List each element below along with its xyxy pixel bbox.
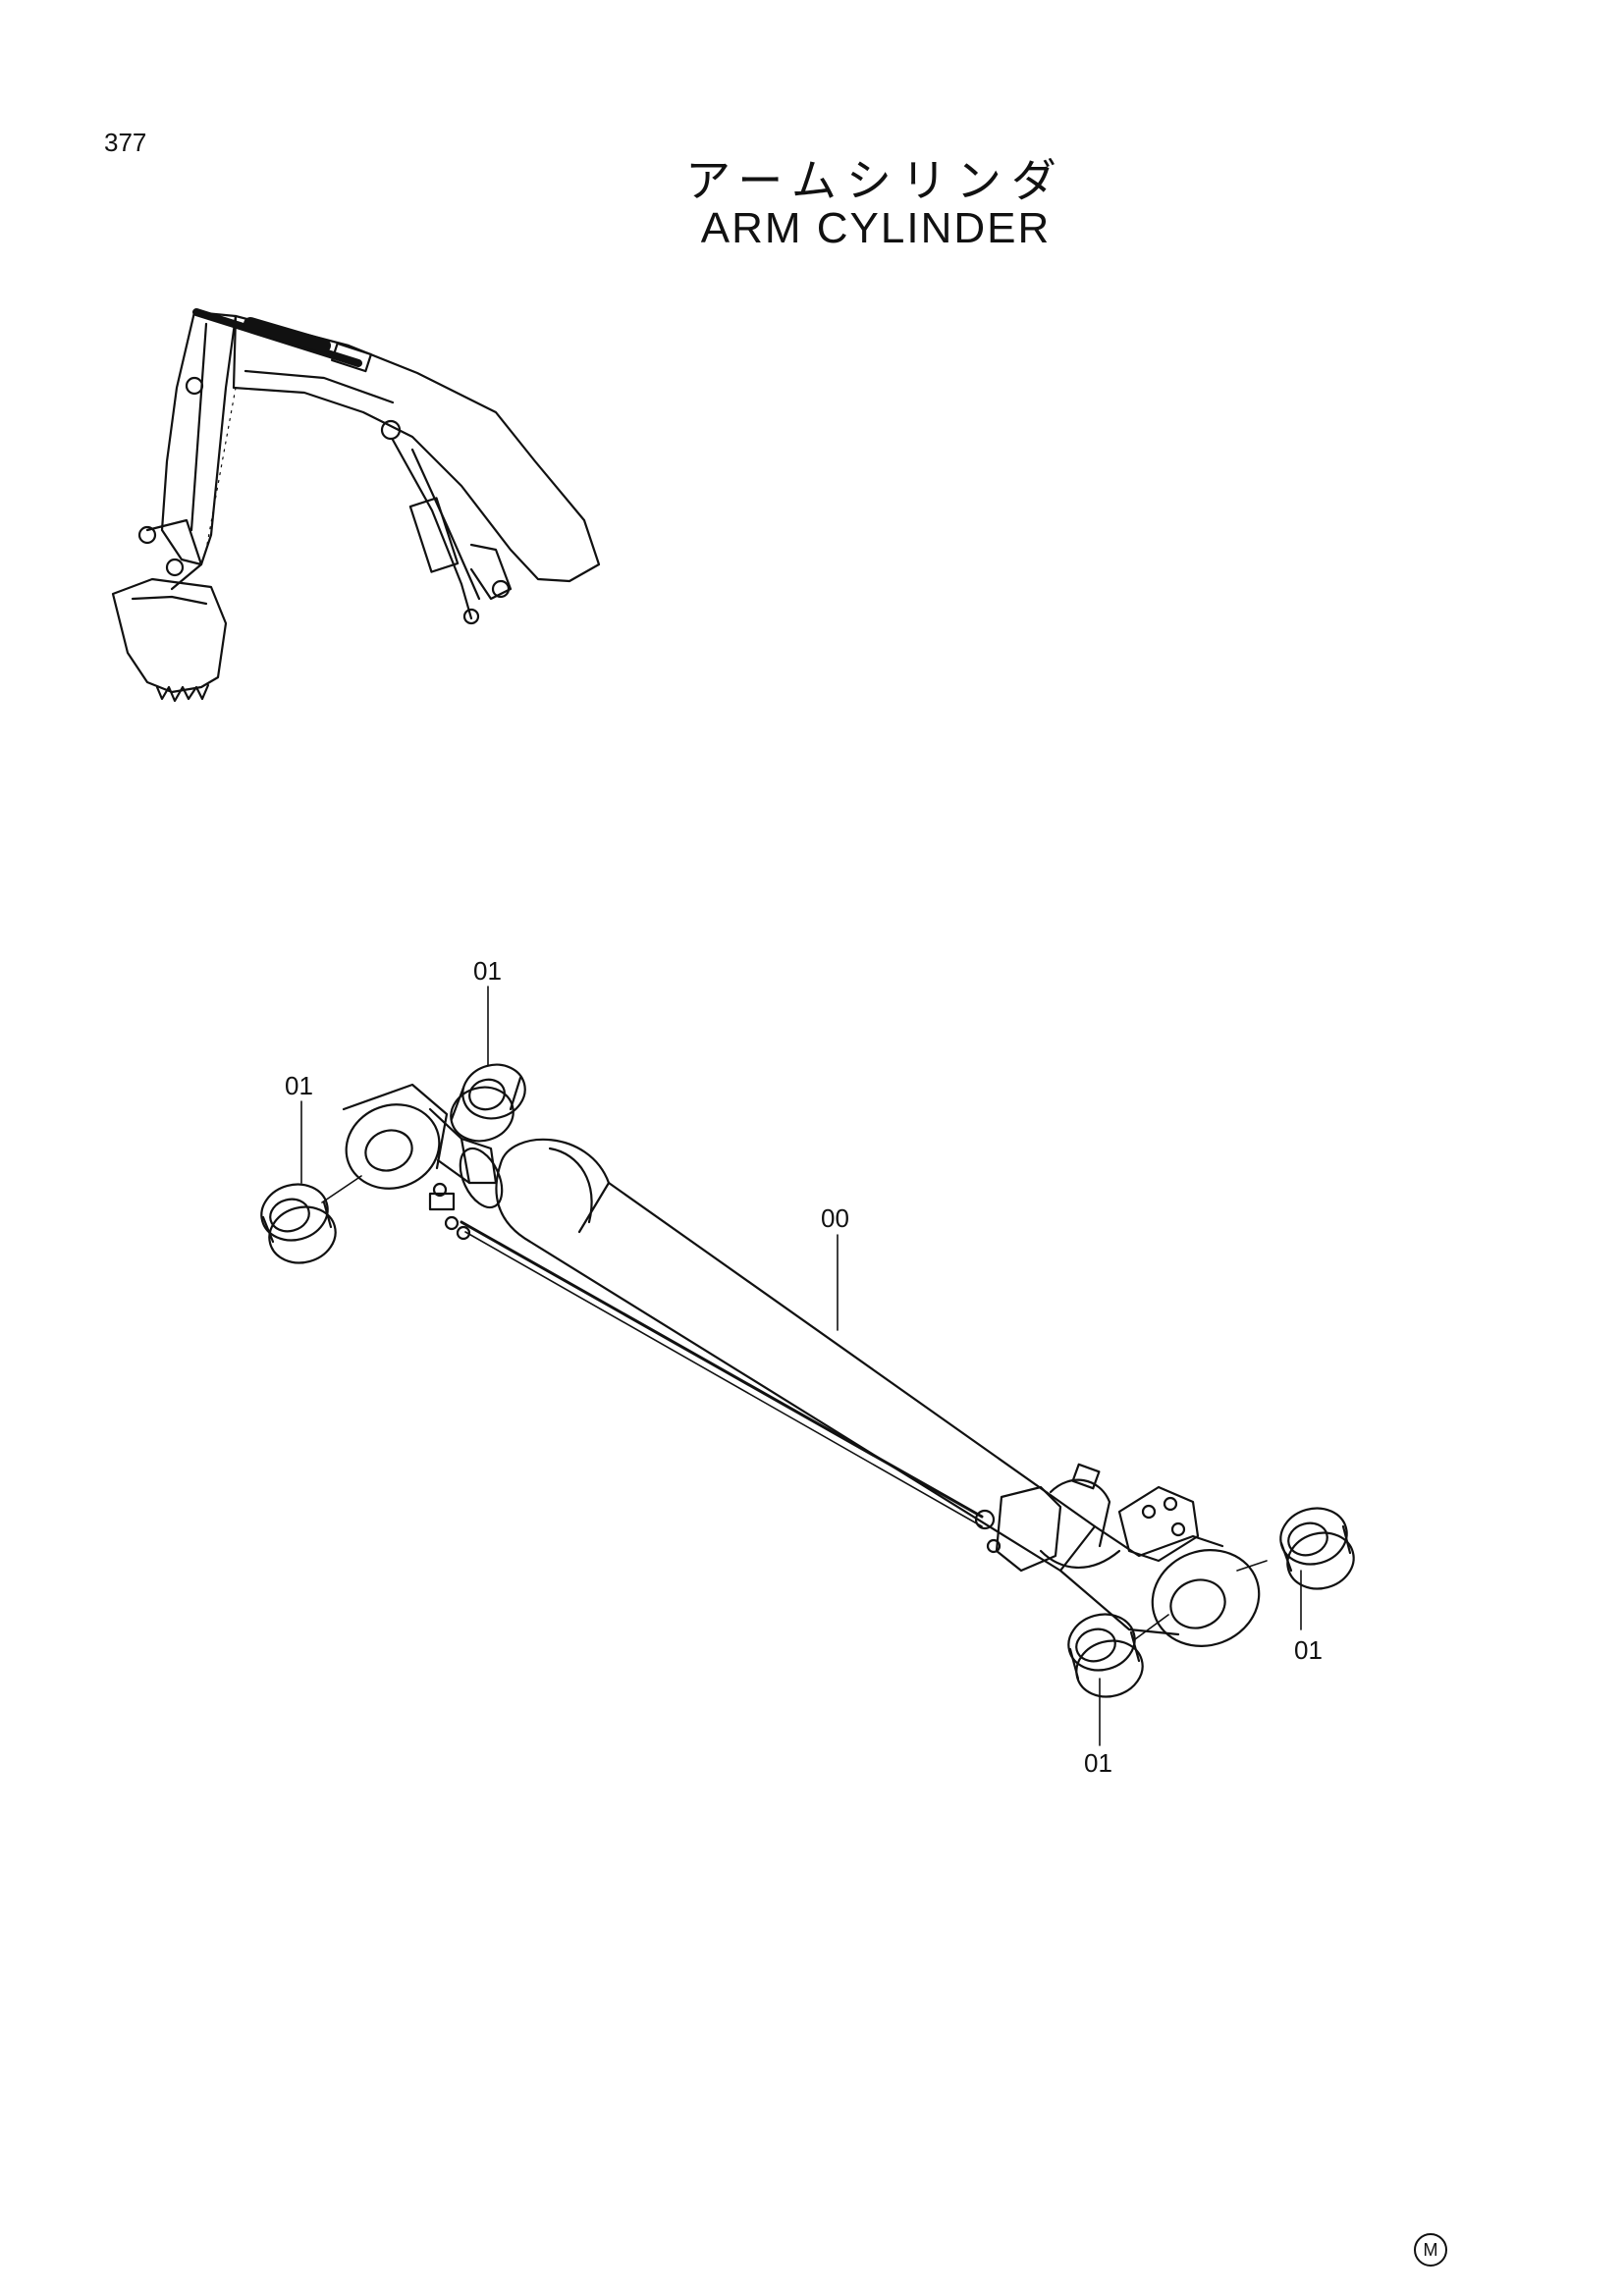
callout-bushing-top: 01 xyxy=(473,956,502,986)
callout-bushing-left: 01 xyxy=(285,1071,313,1100)
bushing-top xyxy=(450,1063,526,1143)
bushing-left xyxy=(260,1183,337,1264)
title-japanese: アームシリンダ xyxy=(685,154,1066,207)
excavator-arm-icon xyxy=(111,308,601,703)
arm-cylinder-icon xyxy=(342,1083,1261,1647)
page-number: 377 xyxy=(104,128,147,157)
callout-cylinder: 00 xyxy=(821,1203,849,1233)
bushing-right xyxy=(1279,1507,1355,1590)
title-english: ARM CYLINDER xyxy=(700,204,1052,252)
corner-mark: M xyxy=(1414,2233,1447,2267)
callout-bushing-right: 01 xyxy=(1294,1635,1323,1665)
leader-lines xyxy=(300,986,1302,1746)
bushing-bottom xyxy=(1067,1613,1144,1698)
callout-bushing-bottom: 01 xyxy=(1084,1748,1112,1778)
